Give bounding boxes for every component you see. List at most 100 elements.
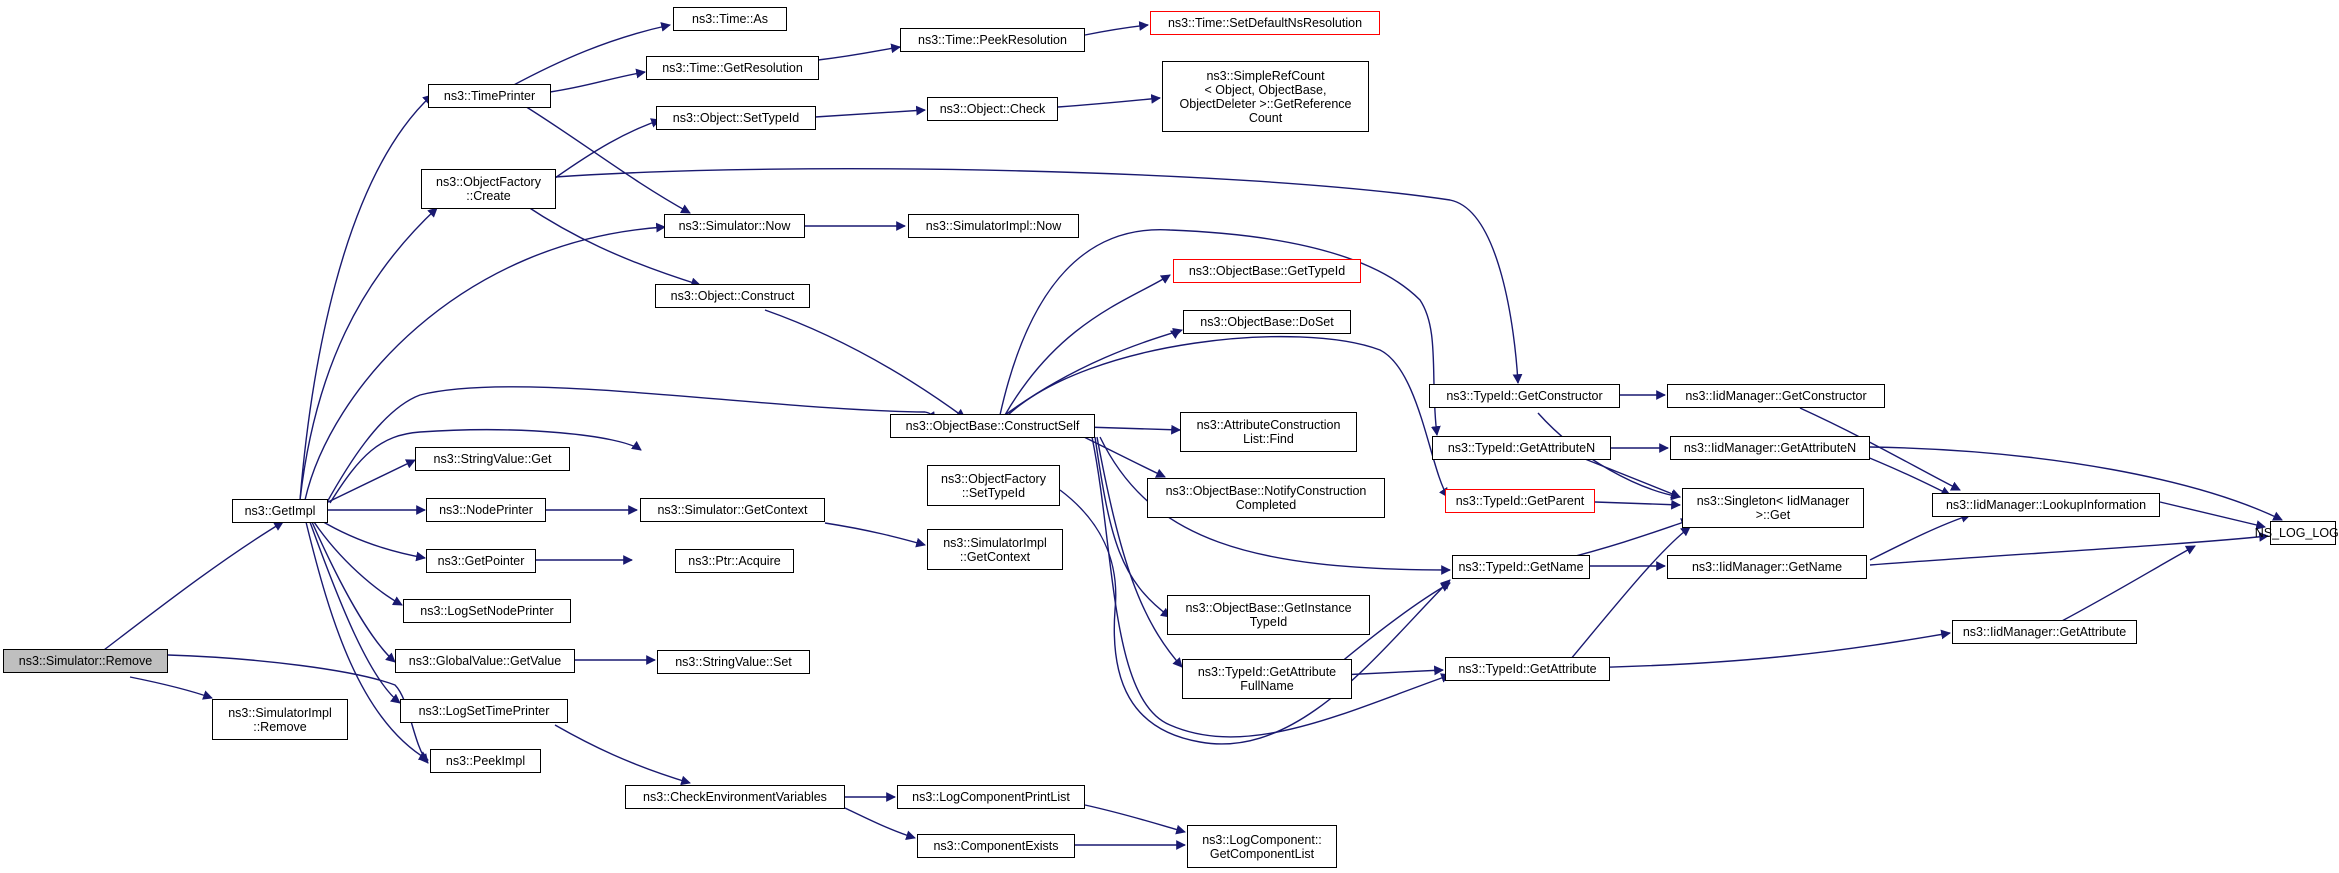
edge (764, 309, 966, 419)
node-ns-log-logic[interactable]: NS_LOG_LOGIC (2255, 521, 2339, 545)
edge (817, 43, 901, 61)
node-objectbase-doset[interactable]: ns3::ObjectBase::DoSet (1183, 310, 1351, 334)
edge (325, 386, 936, 505)
node-typeid-getattributen[interactable]: ns3::TypeId::GetAttributeN (1432, 436, 1611, 460)
node-logsettimeprinter[interactable]: ns3::LogSetTimePrinter (400, 699, 568, 723)
edge (1869, 532, 2269, 566)
edge (329, 429, 642, 504)
node-time-setdefaultnsresolution[interactable]: ns3::Time::SetDefaultNsResolution (1150, 11, 1380, 35)
edge (549, 68, 646, 93)
edge (299, 207, 438, 501)
node-simulatorimpl-remove[interactable]: ns3::SimulatorImpl ::Remove (212, 699, 348, 740)
edge (319, 519, 426, 562)
edge (1084, 804, 1186, 835)
node-globalvalue-getvalue[interactable]: ns3::GlobalValue::GetValue (395, 649, 575, 673)
edge (554, 724, 691, 786)
node-simulator-now[interactable]: ns3::Simulator::Now (664, 214, 805, 238)
node-logcomponent-getcomponentlist[interactable]: ns3::LogComponent:: GetComponentList (1187, 825, 1337, 868)
node-objectbase-constructself[interactable]: ns3::ObjectBase::ConstructSelf (890, 414, 1095, 438)
node-objectbase-notifyconstructioncompleted[interactable]: ns3::ObjectBase::NotifyConstruction Comp… (1147, 478, 1385, 518)
edge (1339, 582, 1451, 664)
node-objectbase-gettypeid[interactable]: ns3::ObjectBase::GetTypeId (1173, 259, 1361, 283)
node-ptr-acquire[interactable]: ns3::Ptr::Acquire (675, 549, 794, 573)
edge (305, 521, 429, 761)
node-iidmanager-getattribute[interactable]: ns3::IidManager::GetAttribute (1952, 620, 2137, 644)
edge (2159, 501, 2266, 530)
node-nodeprinter[interactable]: ns3::NodePrinter (426, 498, 546, 522)
node-iidmanager-getconstructor[interactable]: ns3::IidManager::GetConstructor (1667, 384, 1885, 408)
node-typeid-getattribute[interactable]: ns3::TypeId::GetAttribute (1445, 657, 1610, 681)
node-peekimpl[interactable]: ns3::PeekImpl (430, 749, 541, 773)
edge (824, 522, 926, 548)
edge (554, 168, 1523, 384)
node-componentexists[interactable]: ns3::ComponentExists (917, 834, 1075, 858)
node-logsetnodeprinter[interactable]: ns3::LogSetNodePrinter (403, 599, 571, 623)
edge (1079, 434, 1166, 478)
node-getimpl[interactable]: ns3::GetImpl (232, 499, 328, 523)
node-simulatorimpl-getcontext[interactable]: ns3::SimulatorImpl ::GetContext (927, 529, 1063, 570)
edge (1869, 446, 2283, 521)
node-object-construct[interactable]: ns3::Object::Construct (655, 284, 810, 308)
edge (524, 204, 701, 288)
node-time-getresolution[interactable]: ns3::Time::GetResolution (646, 56, 819, 80)
edge (1569, 526, 1691, 661)
edge (1579, 456, 1681, 499)
node-simulatorimpl-now[interactable]: ns3::SimulatorImpl::Now (908, 214, 1079, 238)
edge (1084, 21, 1149, 36)
node-iidmanager-getattributen[interactable]: ns3::IidManager::GetAttributeN (1670, 436, 1870, 460)
edge (1057, 94, 1161, 108)
edge (519, 102, 691, 214)
node-objectfactory-settypeid[interactable]: ns3::ObjectFactory ::SetTypeId (927, 465, 1060, 506)
node-attributeconstructionlist-find[interactable]: ns3::AttributeConstruction List::Find (1180, 412, 1357, 452)
edge (1799, 407, 1961, 491)
node-simulator-remove[interactable]: ns3::Simulator::Remove (3, 649, 168, 673)
edge (999, 229, 1441, 436)
node-typeid-getparent[interactable]: ns3::TypeId::GetParent (1445, 489, 1595, 513)
node-singleton-get[interactable]: ns3::Singleton< IidManager >::Get (1682, 488, 1864, 528)
edge (1096, 436, 1183, 668)
edge (129, 676, 213, 700)
node-object-check[interactable]: ns3::Object::Check (927, 97, 1058, 121)
node-typeid-getname[interactable]: ns3::TypeId::GetName (1452, 555, 1590, 579)
edge (1559, 518, 1691, 561)
edge (1094, 436, 1171, 618)
edge (1594, 499, 1681, 510)
node-timeprinter[interactable]: ns3::TimePrinter (428, 84, 551, 108)
node-checkenvironmentvariables[interactable]: ns3::CheckEnvironmentVariables (625, 785, 845, 809)
node-object-settypeid[interactable]: ns3::Object::SetTypeId (656, 106, 816, 130)
edge (313, 521, 403, 606)
edge (1007, 335, 1449, 498)
edge (1004, 274, 1171, 416)
node-stringvalue-get[interactable]: ns3::StringValue::Get (415, 447, 570, 471)
edge (309, 521, 401, 704)
node-typeid-getattributefullname[interactable]: ns3::TypeId::GetAttribute FullName (1182, 659, 1352, 699)
edge (1869, 513, 1971, 561)
node-simplerefcount[interactable]: ns3::SimpleRefCount < Object, ObjectBase… (1162, 61, 1369, 132)
edge (2059, 545, 2196, 623)
node-iidmanager-lookupinformation[interactable]: ns3::IidManager::LookupInformation (1932, 493, 2160, 517)
node-logcomponentprintlist[interactable]: ns3::LogComponentPrintList (897, 785, 1085, 809)
edge (299, 94, 433, 501)
edge (814, 105, 926, 118)
node-iidmanager-getname[interactable]: ns3::IidManager::GetName (1667, 555, 1867, 579)
node-getpointer[interactable]: ns3::GetPointer (426, 549, 536, 573)
edge (1176, 262, 1188, 273)
edge (311, 521, 396, 663)
edge (1537, 412, 1681, 501)
node-objectbase-getinstancetypeid[interactable]: ns3::ObjectBase::GetInstance TypeId (1167, 595, 1370, 635)
edge (99, 521, 284, 654)
edge (1569, 629, 1951, 669)
edge (167, 654, 429, 764)
node-simulator-getcontext[interactable]: ns3::Simulator::GetContext (640, 498, 825, 522)
node-objectfactory-create[interactable]: ns3::ObjectFactory ::Create (421, 169, 556, 209)
edge (1004, 327, 1183, 416)
node-stringvalue-set[interactable]: ns3::StringValue::Set (657, 650, 810, 674)
edge (1169, 329, 1181, 339)
node-time-peekresolution[interactable]: ns3::Time::PeekResolution (900, 28, 1085, 52)
node-time-as[interactable]: ns3::Time::As (673, 7, 787, 31)
edge (509, 22, 671, 88)
edge (844, 807, 916, 840)
node-typeid-getconstructor[interactable]: ns3::TypeId::GetConstructor (1429, 384, 1620, 408)
